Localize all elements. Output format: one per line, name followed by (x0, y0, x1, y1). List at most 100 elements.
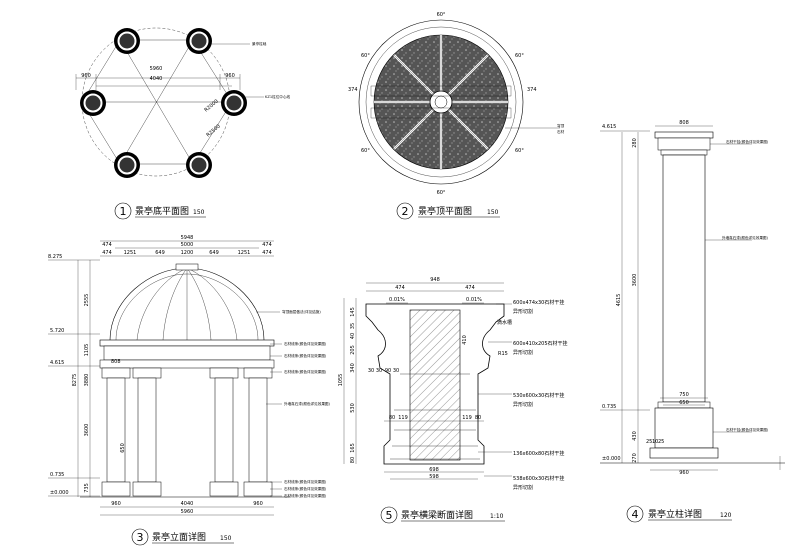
note-label: 石材线条(颜色详见效果图) (284, 353, 327, 358)
column (209, 367, 239, 497)
elevation-notes: 穹顶面层做法(详见结施) 石材线条(颜色详见效果图) 石材线条(颜色详见效果图)… (256, 309, 331, 498)
dome (109, 263, 265, 341)
dim-label: 270 (632, 453, 638, 463)
roof-outer-ring (358, 19, 524, 185)
title-number-circle (380, 506, 398, 524)
dim-label: 374 (527, 87, 537, 93)
dim-label: 374 (348, 87, 358, 93)
level-label: 5.720 (50, 328, 64, 334)
level-markers: 8.275 5.720 4.615 0.735 ±0.000 (48, 254, 100, 497)
column-shaft (662, 154, 706, 403)
title-number-circle (114, 202, 132, 220)
title-number: 2 (402, 205, 409, 218)
dim-label: 474 (262, 250, 272, 256)
column-detail: 808 280 3600 4615 430 270 25 10 25 750 6… (600, 120, 785, 523)
drawing-scale: 150 (193, 209, 205, 216)
dim-label: 960 (225, 73, 235, 79)
title-number-circle (131, 528, 149, 546)
drawing-title: 景亭顶平面图 (418, 205, 472, 217)
dim-label: 1251 (124, 250, 137, 256)
elevation: 5948 5000 474 474 474 1251 649 1200 649 … (48, 235, 331, 546)
dim-label: 119 (462, 415, 472, 421)
dim-label: 474 (395, 285, 405, 291)
dim-label: 948 (430, 277, 440, 283)
angle-label: 60° (437, 12, 446, 18)
dim-label: 474 (102, 242, 112, 248)
dim-label: 3600 (632, 274, 638, 287)
dim-label: 2555 (84, 294, 90, 307)
architrave (99, 359, 275, 369)
dim-label: 340 (350, 363, 356, 373)
dim-label: 735 (84, 483, 90, 493)
frieze (103, 345, 271, 361)
dim-label: 4615 (616, 294, 622, 307)
dim-label: 808 (679, 120, 689, 126)
dim-label: 5948 (181, 235, 194, 241)
column-base (186, 152, 212, 178)
dim-label: 598 (429, 474, 439, 480)
dim-label: 165 (350, 443, 356, 453)
dim-label: 90 (385, 368, 391, 374)
dim-label: 649 (155, 250, 165, 256)
dim-label: 280 (632, 138, 638, 148)
dim-label: 119 (398, 415, 408, 421)
title-number: 3 (137, 531, 144, 544)
dim-label: 530 (350, 403, 356, 413)
dim-label: R2500 (205, 124, 221, 139)
dim-label: 474 (262, 242, 272, 248)
dim-label: 3600 (84, 424, 90, 437)
capital (657, 137, 711, 151)
dim-label: 649 (209, 250, 219, 256)
column-base (186, 28, 212, 54)
dim-label: 40 (350, 333, 356, 339)
dim-label: 960 (253, 501, 263, 507)
note-label: R15 (498, 351, 508, 357)
level-label: 8.275 (48, 254, 62, 260)
dim-label: 1105 (84, 344, 90, 357)
note-label: 石材线条(颜色详见效果图) (284, 479, 327, 484)
dim-label: 145 (350, 307, 356, 317)
note-label: 景亭柱础 (252, 41, 267, 46)
dim-label: 30 (393, 368, 399, 374)
note-label: 石材干挂(颜色详见效果图) (726, 427, 769, 432)
level-label: ±0.000 (50, 490, 69, 496)
note-label: 穹顶面层做法(详见结施) (282, 309, 321, 314)
material-label: 538x600x30石材干挂 (513, 475, 564, 482)
title-number: 5 (386, 509, 393, 522)
drawing-title: 景亭立面详图 (152, 531, 206, 543)
material-label: 136x600x80石材干挂 (513, 450, 564, 457)
angle-label: 60° (437, 190, 446, 196)
material-label: 异形切割 (513, 349, 533, 356)
level-label: 4.615 (602, 124, 616, 130)
title-number: 4 (632, 508, 639, 521)
level-label: ±0.000 (602, 456, 621, 462)
dim-label: 8275 (72, 374, 78, 387)
drawing-title: 景亭立柱详图 (648, 508, 702, 520)
dim-label: 1200 (181, 250, 194, 256)
material-label: 600x474x30石材干挂 (513, 299, 564, 306)
note-label: 外墙真石漆(颜色详见效果图) (284, 401, 331, 406)
roof-ring (365, 26, 517, 178)
concrete-core (409, 309, 461, 461)
angle-label: 60° (515, 53, 524, 59)
drawing-title: 景亭底平面图 (135, 205, 189, 217)
roof-plan: 60° 60° 60° 60° 60° 60° 374 374 穹顶 石材 2 … (348, 12, 565, 220)
dim-label: 698 (429, 467, 439, 473)
level-label: 4.615 (50, 360, 64, 366)
level-label: 0.735 (602, 404, 616, 410)
angle-label: 60° (361, 148, 370, 154)
dim-label: 4040 (150, 76, 163, 82)
dim-label: 80 (350, 457, 356, 463)
note-label: 外墙真石漆(颜色详见效果图) (722, 235, 769, 240)
dim-label: 1251 (238, 250, 251, 256)
material-labels: 600x474x30石材干挂 异形切割 600x410x205石材干挂 异形切割… (478, 299, 568, 491)
dim-label: 410 (462, 335, 468, 345)
dim-label: 35 (350, 323, 356, 329)
dim-label: 80 (389, 415, 395, 421)
note-label: 石材干挂(颜色详见效果图) (726, 139, 769, 144)
column (132, 367, 162, 497)
note-label: KZ1柱位中心线 (265, 94, 290, 99)
material-label: 异形切割 (513, 484, 533, 491)
dim-label: 80 (475, 415, 481, 421)
column-base (114, 28, 140, 54)
